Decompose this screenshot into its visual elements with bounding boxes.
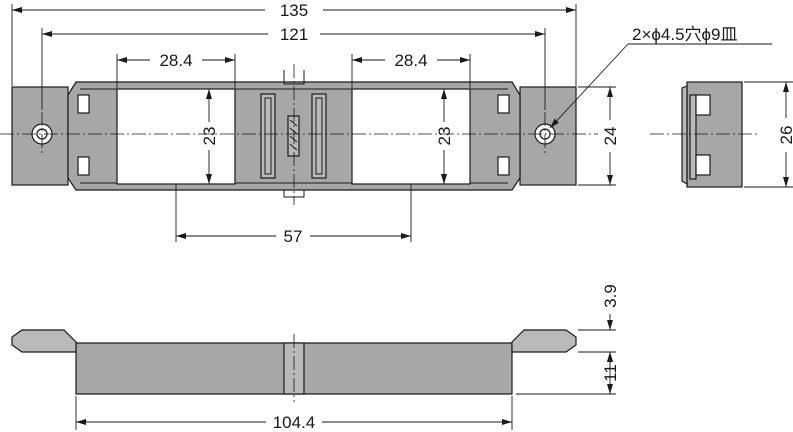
dim-overall-length: 135 [280, 1, 308, 20]
latch-strip-right-inner [315, 97, 323, 175]
front-view [11, 329, 577, 402]
top-view-dimensions: 135 121 28.4 28.4 23 23 24 57 2×ϕ4.5穴ϕ9皿 [11, 1, 772, 246]
dim-window-height-left: 23 [200, 127, 219, 146]
front-flange-left [11, 329, 77, 353]
dim-side-height: 26 [777, 126, 793, 145]
slot [77, 156, 90, 176]
dim-body-thickness: 11 [601, 364, 620, 382]
front-view-dimensions: 3.9 11 104.4 [75, 284, 620, 432]
latch-strip-left-inner [264, 97, 272, 175]
dim-window-width-right: 28.4 [394, 51, 427, 70]
center-latch [287, 115, 300, 157]
hole-note-leader [549, 43, 629, 129]
right-window [351, 88, 471, 185]
dim-body-height: 24 [601, 127, 620, 146]
dim-flange-thickness: 3.9 [601, 284, 620, 308]
left-window [116, 88, 236, 185]
front-flange-right [511, 329, 577, 353]
slot [77, 94, 90, 114]
slot [497, 156, 510, 176]
side-latch [689, 94, 697, 180]
dim-window-width-left: 28.4 [159, 51, 192, 70]
side-view [650, 81, 760, 188]
center-seam-top [283, 70, 305, 85]
top-view [0, 64, 598, 205]
hole-note: 2×ϕ4.5穴ϕ9皿 [632, 25, 738, 44]
dim-window-height-right: 23 [435, 127, 454, 146]
center-latch-ribs [289, 119, 298, 151]
dim-hole-pitch: 121 [280, 25, 308, 44]
side-view-dimensions: 26 [744, 81, 793, 188]
side-slot-top [695, 94, 711, 116]
side-lip [681, 85, 688, 186]
slot [497, 94, 510, 114]
latch-strip-left [260, 93, 276, 179]
side-slot-bottom [695, 154, 711, 176]
dim-window-pitch: 57 [284, 227, 303, 246]
dim-body-length: 104.4 [273, 413, 316, 432]
latch-strip-right [311, 93, 327, 179]
